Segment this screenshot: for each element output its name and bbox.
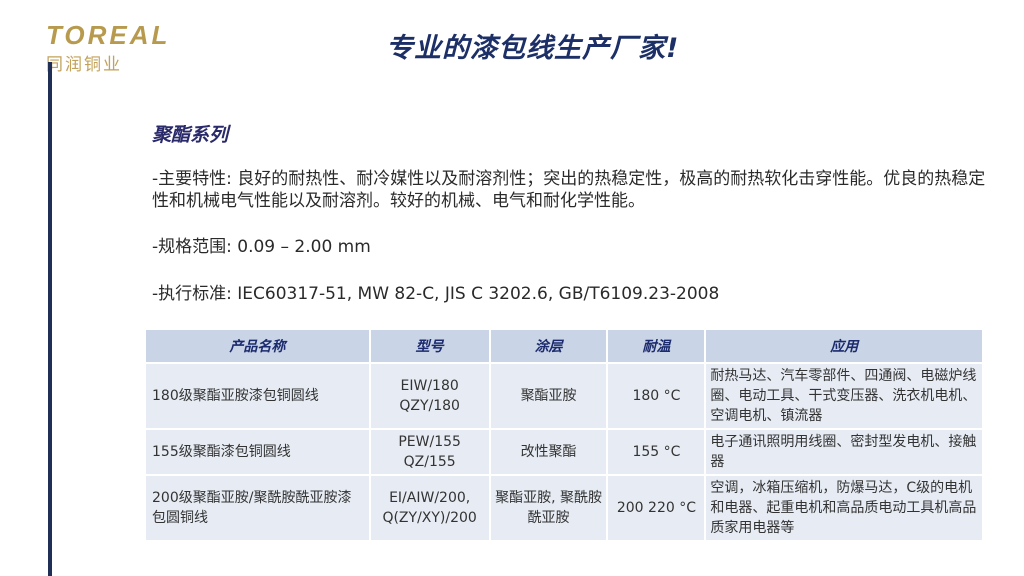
page-headline: 专业的漆包线生产厂家! (386, 33, 680, 64)
logo-brand-cn: 同润铜业 (46, 55, 122, 75)
cell-model: PEW/155 QZ/155 (369, 429, 491, 476)
cell-product-name: 180级聚酯亚胺漆包铜圆线 (146, 363, 371, 430)
cell-coating: 聚酯亚胺 (489, 363, 609, 430)
header-temperature: 耐温 (607, 330, 707, 364)
table-header-row: 产品名称 型号 涂层 耐温 应用 (146, 330, 984, 364)
range-text: -规格范围: 0.09 – 2.00 mm (152, 237, 371, 257)
cell-coating: 聚酯亚胺, 聚酰胺酰亚胺 (489, 475, 609, 542)
accent-divider (48, 62, 52, 576)
cell-application: 耐热马达、汽车零部件、四通阀、电磁炉线圈、电动工具、干式变压器、洗衣机电机、空调… (705, 363, 984, 430)
cell-model: EIW/180 QZY/180 (369, 363, 491, 430)
header-application: 应用 (705, 330, 984, 364)
cell-temperature: 155 °C (607, 429, 707, 476)
cell-temperature: 180 °C (607, 363, 707, 430)
cell-product-name: 155级聚酯漆包铜圆线 (146, 429, 371, 476)
cell-product-name: 200级聚酯亚胺/聚酰胺酰亚胺漆包圆铜线 (146, 475, 371, 542)
header-coating: 涂层 (489, 330, 609, 364)
table-row: 180级聚酯亚胺漆包铜圆线 EIW/180 QZY/180 聚酯亚胺 180 °… (146, 363, 984, 430)
cell-temperature: 200 220 °C (607, 475, 707, 542)
cell-application: 电子通讯照明用线圈、密封型发电机、接触器 (705, 429, 984, 476)
header-model: 型号 (369, 330, 491, 364)
product-spec-table: 产品名称 型号 涂层 耐温 应用 180级聚酯亚胺漆包铜圆线 EIW/180 Q… (146, 330, 984, 542)
standard-text: -执行标准: IEC60317-51, MW 82-C, JIS C 3202.… (152, 284, 720, 304)
table-row: 155级聚酯漆包铜圆线 PEW/155 QZ/155 改性聚酯 155 °C 电… (146, 429, 984, 476)
logo-brand-en: TOREAL (46, 20, 171, 50)
header-product-name: 产品名称 (146, 330, 371, 364)
features-text: -主要特性: 良好的耐热性、耐冷媒性以及耐溶剂性；突出的热稳定性，极高的耐热软化… (152, 169, 986, 211)
table-row: 200级聚酯亚胺/聚酰胺酰亚胺漆包圆铜线 EI/AIW/200, Q(ZY/XY… (146, 475, 984, 542)
cell-coating: 改性聚酯 (489, 429, 609, 476)
cell-model: EI/AIW/200, Q(ZY/XY)/200 (369, 475, 491, 542)
cell-application: 空调，冰箱压缩机，防爆马达，C级的电机和电器、起重电机和高品质电动工具机高品质家… (705, 475, 984, 542)
company-logo: TOREAL 同润铜业 (46, 22, 186, 75)
section-title: 聚酯系列 (152, 124, 229, 146)
